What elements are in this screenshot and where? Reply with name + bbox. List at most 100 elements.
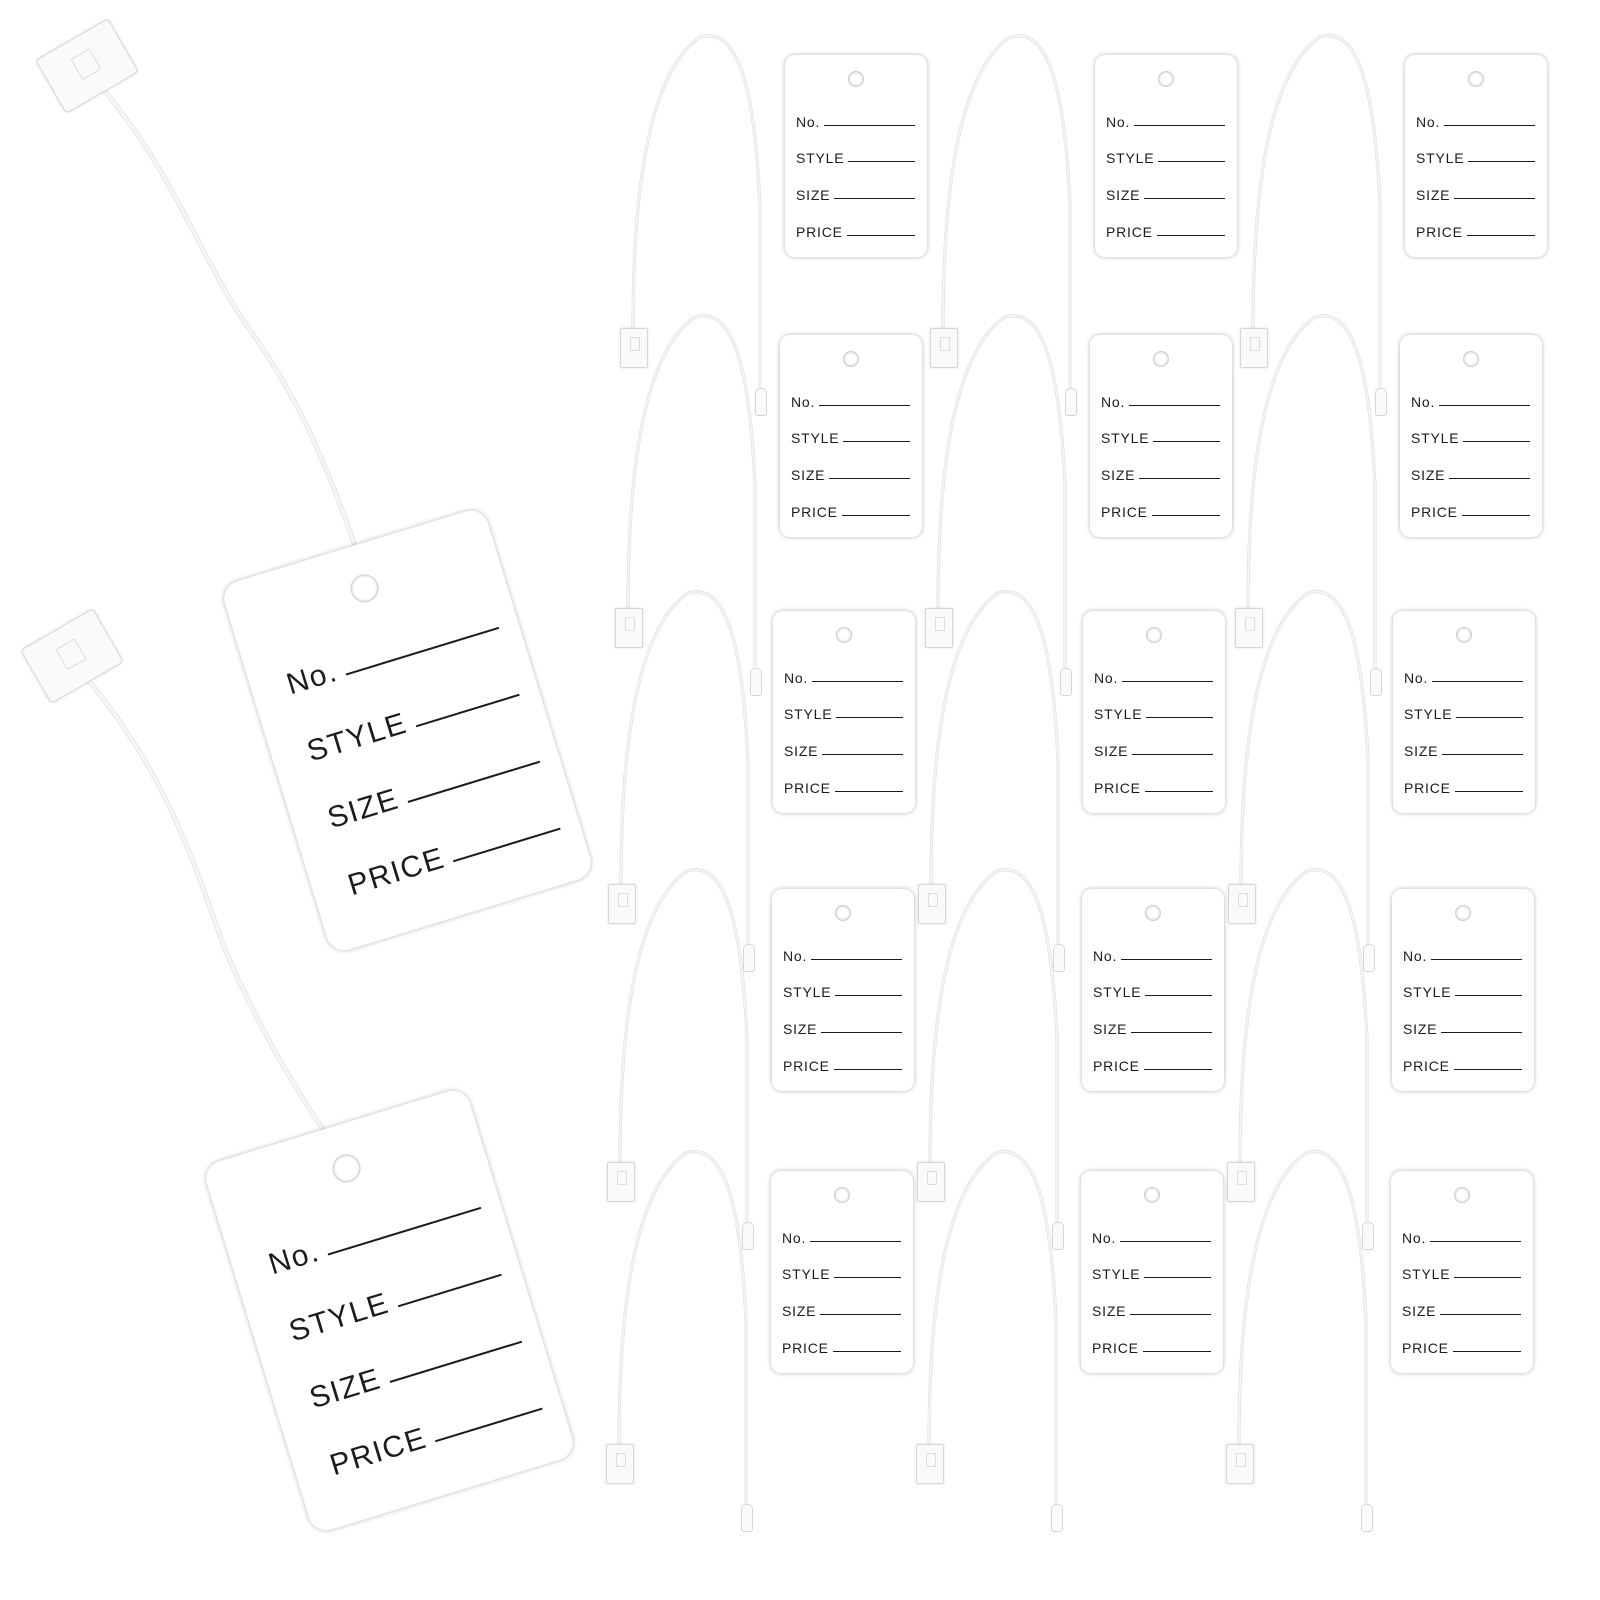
- tag-field: SIZE: [1092, 1304, 1211, 1318]
- tag-field-rule: [1431, 959, 1522, 960]
- tag-field: SIZE: [783, 1022, 902, 1036]
- plastic-fastener: [918, 884, 946, 924]
- tag-field: No.: [1093, 949, 1212, 963]
- tag-field-rule: [1440, 1314, 1521, 1315]
- hang-string: [87, 72, 368, 578]
- tag-field-rule: [415, 693, 520, 728]
- hang-string: [928, 1150, 1057, 1507]
- fastener-tip: [1363, 944, 1375, 972]
- tag-field-label: No.: [1403, 948, 1428, 964]
- tag-hole: [1145, 905, 1161, 921]
- tag-field-rule: [435, 1407, 543, 1443]
- tag-field-label: PRICE: [782, 1340, 829, 1356]
- tag-field: No.: [265, 1188, 483, 1281]
- tag-field-label: No.: [1101, 394, 1126, 410]
- fastener-tip: [1361, 1504, 1373, 1532]
- tag-field: No.: [782, 1231, 901, 1245]
- tag-field-rule: [1455, 995, 1522, 996]
- tag-field-rule: [1439, 405, 1530, 406]
- tag-field: No.: [1403, 949, 1522, 963]
- tag-field: SIZE: [791, 468, 910, 482]
- tag-field-rule: [1444, 125, 1535, 126]
- tag-hole: [1158, 71, 1174, 87]
- tag-field-rule: [1456, 717, 1523, 718]
- tag-field-rule: [1121, 959, 1212, 960]
- tag-field-label: SIZE: [1416, 187, 1451, 203]
- tag-field-label: No.: [1106, 114, 1131, 130]
- tag-field-label: PRICE: [784, 780, 831, 796]
- tag-field-label: SIZE: [323, 782, 403, 836]
- tag-field: No.: [1094, 671, 1213, 685]
- tag-field-label: No.: [1093, 948, 1118, 964]
- hang-string: [942, 34, 1071, 391]
- tag-field-rule: [1449, 478, 1530, 479]
- tag-field-label: STYLE: [782, 1266, 831, 1282]
- tag-field: STYLE: [1403, 985, 1522, 999]
- tag-field: PRICE: [782, 1341, 901, 1355]
- tag-field-label: SIZE: [305, 1362, 385, 1416]
- tag-field-rule: [1441, 1032, 1522, 1033]
- tag-field-label: PRICE: [1416, 224, 1463, 240]
- hang-string: [620, 590, 749, 947]
- fastener-tip: [742, 1222, 754, 1250]
- plastic-fastener: [917, 1162, 945, 1202]
- tag-field: SIZE: [324, 742, 542, 835]
- plastic-fastener: [925, 608, 953, 648]
- tag-field-label: PRICE: [791, 504, 838, 520]
- tag-field: STYLE: [1416, 151, 1535, 165]
- tag-field-label: STYLE: [783, 984, 832, 1000]
- tag-field: STYLE: [796, 151, 915, 165]
- tag-field-label: STYLE: [1402, 1266, 1451, 1282]
- tag-field-label: SIZE: [1101, 467, 1136, 483]
- plastic-fastener: [916, 1444, 944, 1484]
- tag-field-rule: [1142, 1351, 1211, 1352]
- tag-field: No.: [1411, 395, 1530, 409]
- hang-string: [73, 663, 347, 1162]
- tag-field-rule: [1134, 125, 1225, 126]
- tag-field-rule: [1461, 515, 1530, 516]
- tag-field: STYLE: [783, 985, 902, 999]
- tag-field: No.: [791, 395, 910, 409]
- hang-string: [88, 73, 367, 577]
- tag-field-label: No.: [1092, 1230, 1117, 1246]
- tag-hole: [848, 71, 864, 87]
- tag-field: STYLE: [1411, 431, 1530, 445]
- tag-field-rule: [822, 754, 903, 755]
- tag-field-rule: [1454, 1277, 1521, 1278]
- tag-field: STYLE: [285, 1255, 504, 1348]
- tag-field-label: No.: [1402, 1230, 1427, 1246]
- tag-field-label: No.: [784, 670, 809, 686]
- tag-field-label: PRICE: [1106, 224, 1153, 240]
- plastic-fastener: [615, 608, 643, 648]
- hang-string: [928, 868, 1059, 1226]
- tag-field: SIZE: [796, 188, 915, 202]
- hang-string: [627, 314, 756, 671]
- tag-hole: [346, 571, 382, 606]
- tag-field-rule: [824, 125, 915, 126]
- tag-field-label: No.: [282, 654, 342, 702]
- tag-field-rule: [407, 760, 541, 804]
- tag-field-rule: [810, 1241, 901, 1242]
- tag-field-rule: [835, 995, 902, 996]
- tag-field-label: PRICE: [1411, 504, 1458, 520]
- tag-field: PRICE: [1106, 225, 1225, 239]
- tag-field-label: SIZE: [1106, 187, 1141, 203]
- tag-field: SIZE: [1106, 188, 1225, 202]
- tag-field-label: STYLE: [1411, 430, 1460, 446]
- hang-string: [930, 590, 1059, 947]
- tag-field-label: No.: [1416, 114, 1441, 130]
- tag-field: STYLE: [303, 675, 522, 768]
- tag-field-rule: [1144, 791, 1213, 792]
- tag-field-label: PRICE: [796, 224, 843, 240]
- plastic-fastener: [620, 328, 648, 368]
- tag-field-rule: [1442, 754, 1523, 755]
- tag-field: SIZE: [306, 1322, 524, 1415]
- tag-field: No.: [796, 115, 915, 129]
- tag-field-label: SIZE: [1092, 1303, 1127, 1319]
- tag-hole: [1463, 351, 1479, 367]
- tag-field-label: PRICE: [1094, 780, 1141, 796]
- tag-field: PRICE: [1402, 1341, 1521, 1355]
